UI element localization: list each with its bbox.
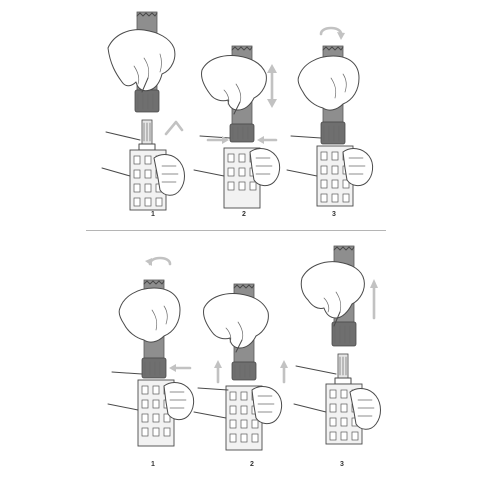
upper-hand	[107, 29, 176, 92]
top-step-3-illustration	[286, 26, 374, 207]
suppressor-mount	[229, 123, 255, 143]
upper-hand	[201, 55, 267, 111]
suppressor-mount	[320, 121, 346, 145]
upper-hand	[118, 287, 181, 343]
upper-hand	[203, 293, 269, 349]
lower-hand	[349, 388, 381, 430]
suppressor-mount	[141, 357, 167, 379]
bottom-step-1-illustration	[107, 256, 195, 447]
bottom-step-2-number: 2	[250, 461, 254, 468]
rotate-arrow	[148, 256, 172, 266]
top-step-2-number: 2	[242, 211, 246, 218]
suppressor-mount	[231, 361, 257, 381]
bottom-step-1-number: 1	[151, 461, 155, 468]
suppressor-mount	[331, 321, 357, 347]
top-step-3-number: 3	[332, 211, 336, 218]
rotate-arrow	[319, 26, 343, 36]
lower-hand	[163, 382, 195, 421]
top-step-2-illustration	[193, 45, 281, 209]
upper-hand	[300, 261, 365, 319]
row-divider	[86, 230, 386, 231]
suppressor-crown	[136, 12, 158, 17]
lower-hand	[251, 386, 283, 425]
upper-hand	[297, 55, 360, 111]
bottom-step-2-illustration	[193, 283, 288, 451]
lower-hand	[153, 154, 185, 196]
move-arrow	[164, 120, 184, 136]
top-step-1-number: 1	[151, 211, 155, 218]
bottom-step-3-number: 3	[340, 461, 344, 468]
lower-hand	[342, 148, 374, 187]
bottom-step-3-illustration	[293, 245, 381, 445]
lower-hand	[249, 148, 281, 187]
top-step-1-illustration	[101, 11, 185, 211]
suppressor-mount	[134, 89, 160, 113]
